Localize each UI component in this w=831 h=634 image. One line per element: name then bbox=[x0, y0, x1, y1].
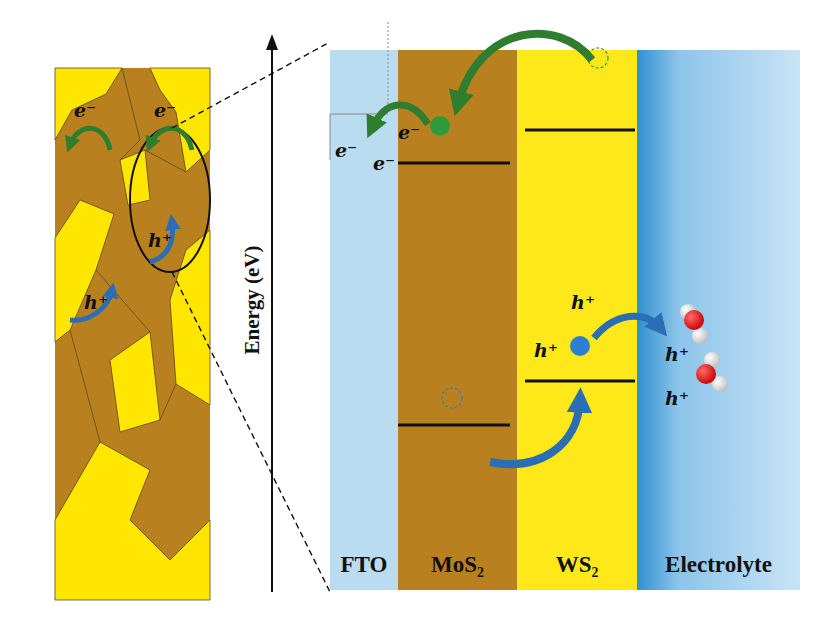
layer-bands bbox=[330, 50, 800, 590]
carrier-label: h⁺ bbox=[148, 229, 172, 251]
energy-axis bbox=[271, 42, 273, 592]
axis-arrowhead bbox=[266, 34, 278, 50]
ws2-layer: WS₂ bbox=[517, 50, 637, 590]
hole bbox=[570, 336, 590, 356]
carrier-label: e⁻ bbox=[154, 99, 176, 121]
carrier-label: h⁺ bbox=[571, 291, 595, 313]
fto-layer: FTO bbox=[330, 50, 398, 590]
layer-label: Electrolyte bbox=[665, 552, 772, 578]
zoom-line bbox=[172, 42, 330, 128]
electron-transfer-arrow bbox=[458, 34, 592, 104]
hole-transfer-arrow bbox=[594, 316, 660, 338]
band-levels bbox=[398, 130, 635, 425]
carrier-label: h⁺ bbox=[665, 343, 689, 365]
carrier-label: e⁻ bbox=[335, 139, 357, 161]
electron bbox=[430, 116, 450, 136]
reference-bracket bbox=[330, 22, 388, 160]
grain-panel bbox=[55, 68, 210, 600]
water-molecule bbox=[680, 304, 708, 344]
axis-title: Energy (eV) bbox=[240, 245, 265, 354]
hole-transfer-arrow bbox=[490, 400, 580, 464]
layer-label: FTO bbox=[341, 552, 388, 578]
carrier-label: e⁻ bbox=[398, 121, 420, 143]
electrolyte-layer: Electrolyte bbox=[637, 50, 800, 590]
carrier-label: h⁺ bbox=[534, 339, 558, 361]
carrier-label: e⁻ bbox=[373, 152, 395, 174]
carrier-label: e⁻ bbox=[74, 99, 96, 121]
layer-label: WS₂ bbox=[556, 552, 599, 578]
hole-vacancy bbox=[442, 388, 462, 408]
layer-label: MoS₂ bbox=[431, 552, 484, 578]
water-molecule bbox=[696, 352, 728, 392]
carrier-label: h⁺ bbox=[84, 291, 108, 313]
carrier-label: h⁺ bbox=[665, 387, 689, 409]
